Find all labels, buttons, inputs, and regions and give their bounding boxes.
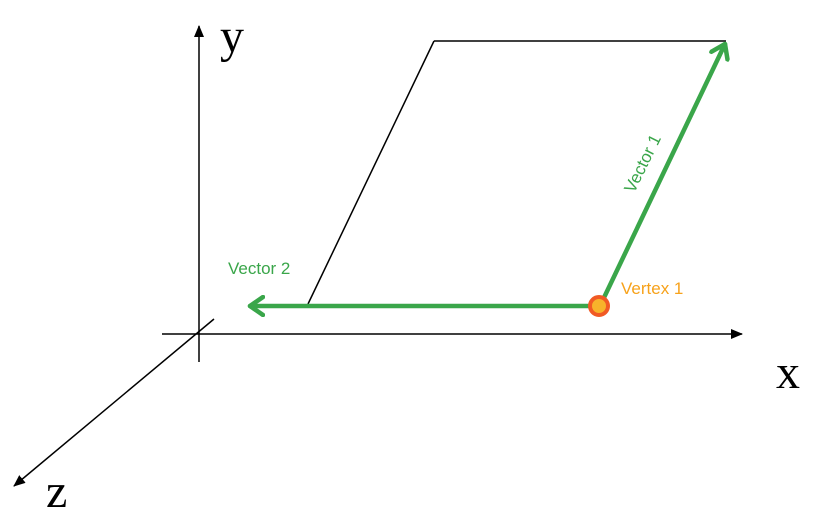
y-axis-label: y (220, 10, 244, 63)
vector-1-arrow (597, 41, 725, 309)
vertex-1-point (588, 295, 610, 317)
vector-2-label: Vector 2 (228, 259, 290, 278)
z-axis (13, 318, 215, 487)
parallelogram-left-edge (307, 40, 435, 305)
vertex-1-label: Vertex 1 (621, 279, 683, 298)
x-axis-label: x (776, 346, 800, 399)
z-axis-label: z (46, 465, 67, 518)
